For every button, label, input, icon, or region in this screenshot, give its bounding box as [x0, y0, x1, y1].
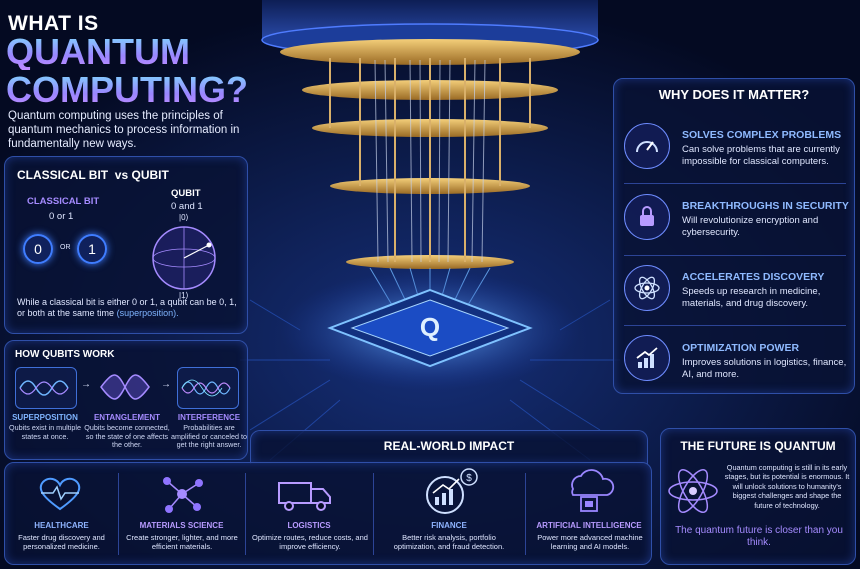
- svg-text:$: $: [466, 473, 472, 484]
- compare-title: CLASSICAL BIT vs QUBIT: [17, 168, 169, 182]
- impact-item-title: ARTIFICIAL INTELLIGENCE: [536, 521, 642, 530]
- superposition-card: [15, 367, 77, 409]
- impact-title: REAL-WORLD IMPACT: [383, 439, 515, 453]
- future-tagline: The quantum future is closer than you th…: [675, 525, 843, 548]
- superposition-desc: Qubits exist in multiple states at once.: [9, 423, 81, 441]
- entanglement-icon: [100, 374, 150, 400]
- impact-header-tab: REAL-WORLD IMPACT: [250, 430, 648, 464]
- future-title: THE FUTURE IS QUANTUM: [680, 439, 836, 453]
- why-item-desc: Will revolutionize encryption and cybers…: [682, 215, 819, 238]
- ket-zero-label: |0⟩: [179, 213, 189, 222]
- impact-item-desc: Faster drug discovery and personalized m…: [18, 533, 105, 551]
- finance-chart-icon: $: [426, 468, 478, 514]
- heart-pulse-icon: [39, 477, 81, 511]
- truck-icon: [278, 482, 331, 511]
- lock-icon: [624, 194, 670, 240]
- bloch-sphere-icon: [152, 226, 216, 290]
- ket-one-label: |1⟩: [179, 291, 189, 300]
- interference-wave-icon: [181, 379, 231, 397]
- classical-bit-label: CLASSICAL BIT: [27, 196, 100, 207]
- classical-bit-values: 0 or 1: [49, 211, 74, 222]
- classical-vs-qubit-panel: CLASSICAL BIT vs QUBIT CLASSICAL BIT 0 o…: [4, 156, 248, 334]
- qubit-label: QUBIT: [171, 188, 201, 199]
- bit-one-icon: 1: [77, 234, 107, 264]
- impact-item-desc: Optimize routes, reduce costs, and impro…: [252, 533, 368, 551]
- impact-item-title: MATERIALS SCIENCE: [139, 521, 224, 530]
- why-item-title: ACCELERATES DISCOVERY: [682, 271, 825, 283]
- why-item-desc: Speeds up research in medicine, material…: [682, 286, 821, 309]
- superposition-wave-icon: [19, 380, 69, 396]
- divider: [373, 473, 374, 555]
- how-qubits-work-panel: HOW QUBITS WORK → → SUPERPOSITION Qubits…: [4, 340, 248, 460]
- interference-desc: Probabilities are amplified or canceled …: [171, 423, 247, 450]
- atom-icon: [624, 265, 670, 311]
- why-item-title: SOLVES COMPLEX PROBLEMS: [682, 129, 842, 141]
- divider: [624, 183, 846, 184]
- interference-title: INTERFERENCE: [177, 413, 241, 422]
- compare-body-text: While a classical bit is either 0 or 1, …: [17, 297, 237, 318]
- divider: [624, 325, 846, 326]
- entanglement-card: [95, 367, 155, 407]
- how-title: HOW QUBITS WORK: [15, 349, 115, 360]
- divider: [624, 255, 846, 256]
- real-world-impact-panel: HEALTHCARE Faster drug discovery and per…: [4, 462, 652, 565]
- future-panel: THE FUTURE IS QUANTUM Quantum computing …: [660, 428, 856, 565]
- why-item-desc: Can solve problems that are currently im…: [682, 144, 840, 167]
- arrow-icon: →: [81, 379, 91, 390]
- intro-text: Quantum computing uses the principles of…: [8, 110, 240, 150]
- impact-item-title: HEALTHCARE: [34, 521, 89, 530]
- qubit-values: 0 and 1: [171, 201, 203, 212]
- impact-item-desc: Power more advanced machine learning and…: [537, 533, 643, 551]
- bit-zero-icon: 0: [23, 234, 53, 264]
- speedometer-icon: [624, 123, 670, 169]
- why-it-matters-panel: WHY DOES IT MATTER? SOLVES COMPLEX PROBL…: [613, 78, 855, 394]
- divider: [118, 473, 119, 555]
- future-body: Quantum computing is still in its early …: [724, 463, 850, 510]
- molecule-icon: [163, 477, 203, 513]
- why-item-title: BREAKTHROUGHS IN SECURITY: [682, 200, 849, 212]
- why-item-title: OPTIMIZATION POWER: [682, 342, 800, 354]
- divider: [525, 473, 526, 555]
- superposition-title: SUPERPOSITION: [12, 413, 78, 422]
- title-line-2: QUANTUM: [6, 31, 190, 72]
- atom-icon: [668, 468, 718, 514]
- impact-item-title: LOGISTICS: [287, 521, 331, 530]
- compare-body: While a classical bit is either 0 or 1, …: [17, 297, 239, 319]
- compare-title-classical: CLASSICAL BIT: [17, 168, 109, 182]
- chip-letter: Q: [420, 312, 440, 342]
- divider: [245, 473, 246, 555]
- arrow-icon: →: [161, 379, 171, 390]
- growth-chart-icon: [624, 335, 670, 381]
- why-item-desc: Improves solutions in logistics, finance…: [682, 357, 847, 380]
- entanglement-title: ENTANGLEMENT: [93, 413, 161, 422]
- superposition-highlight: (superposition).: [116, 308, 179, 318]
- cloud-chip-icon: [571, 469, 615, 512]
- impact-item-desc: Better risk analysis, portfolio optimiza…: [393, 533, 505, 551]
- impact-item-title: FINANCE: [431, 521, 467, 530]
- why-title: WHY DOES IT MATTER?: [658, 87, 810, 102]
- bit-or-label: OR: [60, 244, 71, 251]
- interference-card: [177, 367, 239, 409]
- title-line-3: COMPUTING?: [6, 69, 248, 110]
- impact-item-desc: Create stronger, lighter, and more effic…: [126, 533, 238, 551]
- title-line-1: WHAT IS: [8, 12, 99, 35]
- compare-title-vs: vs QUBIT: [114, 168, 169, 182]
- entanglement-desc: Qubits become connected, so the state of…: [84, 423, 170, 450]
